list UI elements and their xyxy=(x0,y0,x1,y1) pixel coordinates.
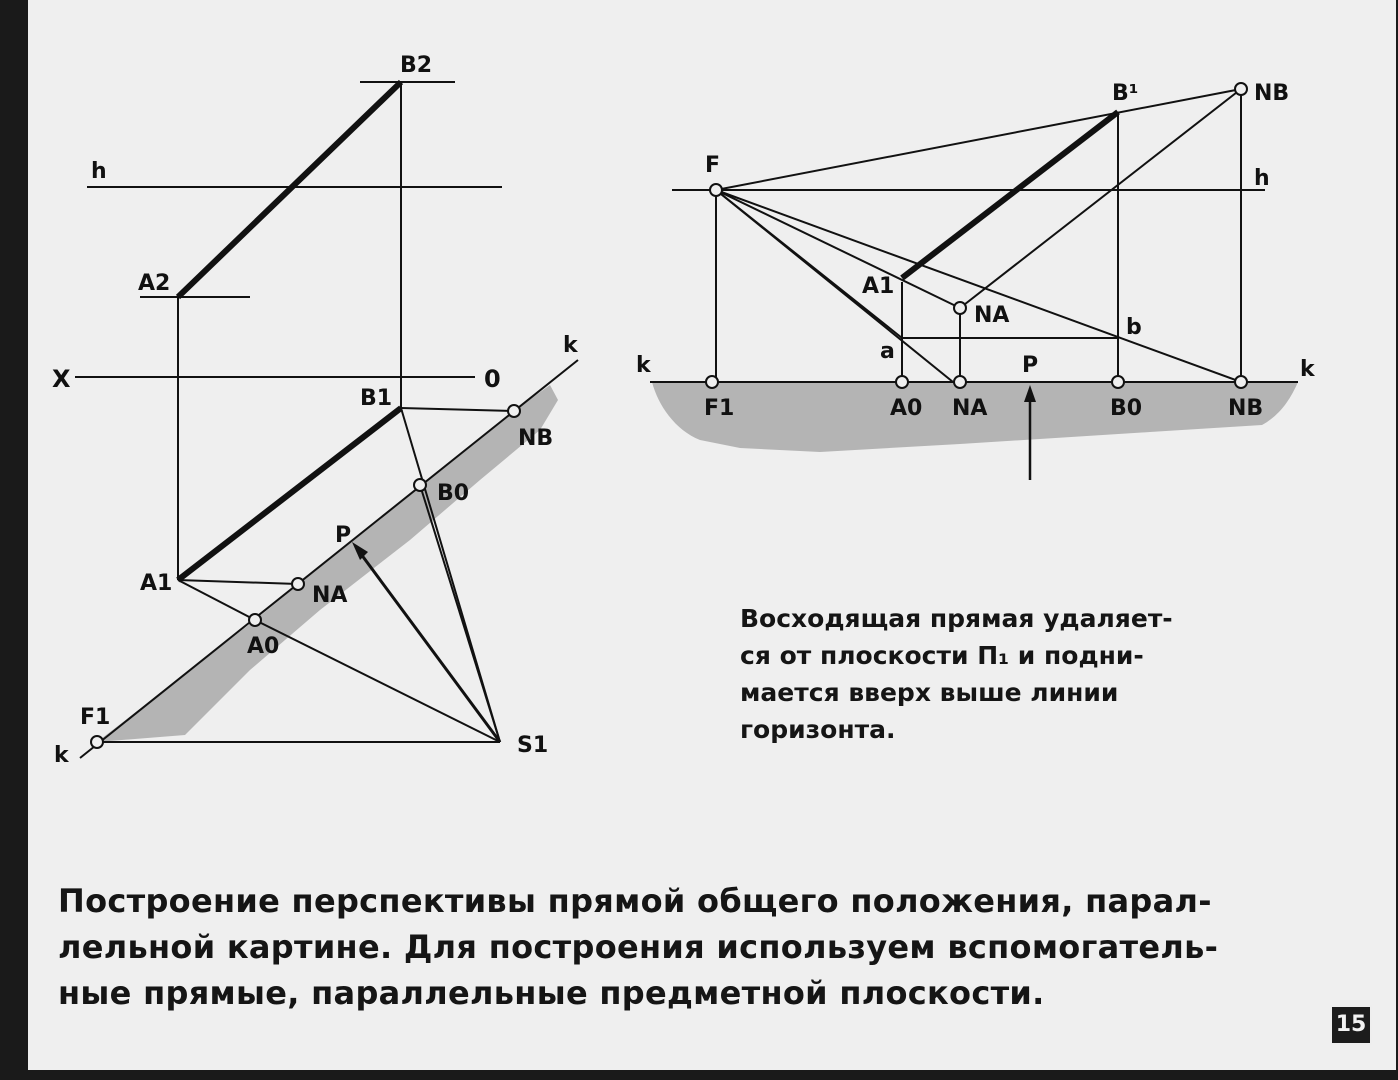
label-a2: A2 xyxy=(138,271,170,296)
slide-number-badge: 15 xyxy=(1330,1005,1372,1045)
point-a0 xyxy=(248,613,262,627)
point-a0-right xyxy=(895,375,909,389)
f-to-nb-ray xyxy=(715,189,1242,383)
direction-arrow-p xyxy=(356,549,502,743)
na-nb-line xyxy=(959,88,1242,309)
point-f1-right xyxy=(705,375,719,389)
label-b0-right: B0 xyxy=(1110,396,1142,421)
label-nb: NB xyxy=(518,426,553,451)
explanatory-note: Восходящая прямая удаляет- ся от плоскос… xyxy=(740,604,1173,744)
point-na xyxy=(291,577,305,591)
segment-a2-b2 xyxy=(175,79,404,300)
label-b-upper: B¹ xyxy=(1112,81,1138,106)
slide-background xyxy=(28,0,1396,1070)
a1-a0-line xyxy=(177,579,256,621)
left-shaded-strip xyxy=(97,385,558,742)
label-b2: B2 xyxy=(400,53,432,78)
point-na-upper xyxy=(953,301,967,315)
arrowhead-p-right xyxy=(1024,385,1036,402)
label-na-upper: NA xyxy=(974,303,1009,328)
point-nb-top xyxy=(1234,82,1248,96)
label-k-bottom: k xyxy=(54,743,70,768)
label-f1-right: F1 xyxy=(704,396,734,421)
b0-s1-ray xyxy=(419,484,501,743)
point-na-lower xyxy=(953,375,967,389)
slide-caption: Построение перспективы прямой общего пол… xyxy=(58,882,1219,1012)
left-diagram-labels: B2 h A2 X 0 k B1 NB B0 P A1 NA A0 F1 k S… xyxy=(52,53,579,768)
segment-a1-b1 xyxy=(176,405,403,583)
point-b0-right xyxy=(1111,375,1125,389)
label-k-top: k xyxy=(563,333,579,358)
label-f: F xyxy=(705,153,720,178)
point-b0 xyxy=(413,478,427,492)
point-f1 xyxy=(90,735,104,749)
label-k-left: k xyxy=(636,353,652,378)
right-diagram xyxy=(650,82,1298,480)
label-nb-top: NB xyxy=(1254,81,1289,106)
a1-na-line xyxy=(177,579,299,585)
label-o: 0 xyxy=(484,365,501,393)
ground-line-k xyxy=(79,359,579,759)
label-p-right: P xyxy=(1022,353,1038,378)
arrowhead-p xyxy=(352,542,368,560)
label-a0: A0 xyxy=(247,634,279,659)
label-a0-right: A0 xyxy=(890,396,922,421)
a0-s1-ray xyxy=(254,619,501,743)
right-shaded-ground xyxy=(652,382,1298,452)
label-x: X xyxy=(52,365,71,393)
label-b-small: b xyxy=(1126,315,1142,340)
label-a1-right: A1 xyxy=(862,274,894,299)
f-to-a-ray xyxy=(715,189,903,339)
left-diagram xyxy=(75,79,579,759)
label-h: h xyxy=(91,159,107,184)
label-s1: S1 xyxy=(517,733,548,758)
segment-a1-b-upper xyxy=(900,109,1120,281)
label-b0: B0 xyxy=(437,481,469,506)
label-h-right: h xyxy=(1254,166,1270,191)
point-nb xyxy=(507,404,521,418)
label-na-lower: NA xyxy=(952,396,987,421)
f-nb-top-line xyxy=(715,88,1242,191)
right-diagram-labels: F B¹ NB h A1 NA b a k P k F1 A0 NA B0 NB xyxy=(636,81,1316,421)
label-b1: B1 xyxy=(360,386,392,411)
label-a-small: a xyxy=(880,339,895,364)
label-nb-lower: NB xyxy=(1228,396,1263,421)
label-f1: F1 xyxy=(80,705,110,730)
point-f xyxy=(709,183,723,197)
b1-nb-line xyxy=(400,407,515,412)
f-to-na-ray xyxy=(715,189,961,309)
label-p: P xyxy=(335,523,351,548)
point-nb-lower xyxy=(1234,375,1248,389)
label-k-right: k xyxy=(1300,357,1316,382)
label-a1: A1 xyxy=(140,571,172,596)
label-na: NA xyxy=(312,583,347,608)
